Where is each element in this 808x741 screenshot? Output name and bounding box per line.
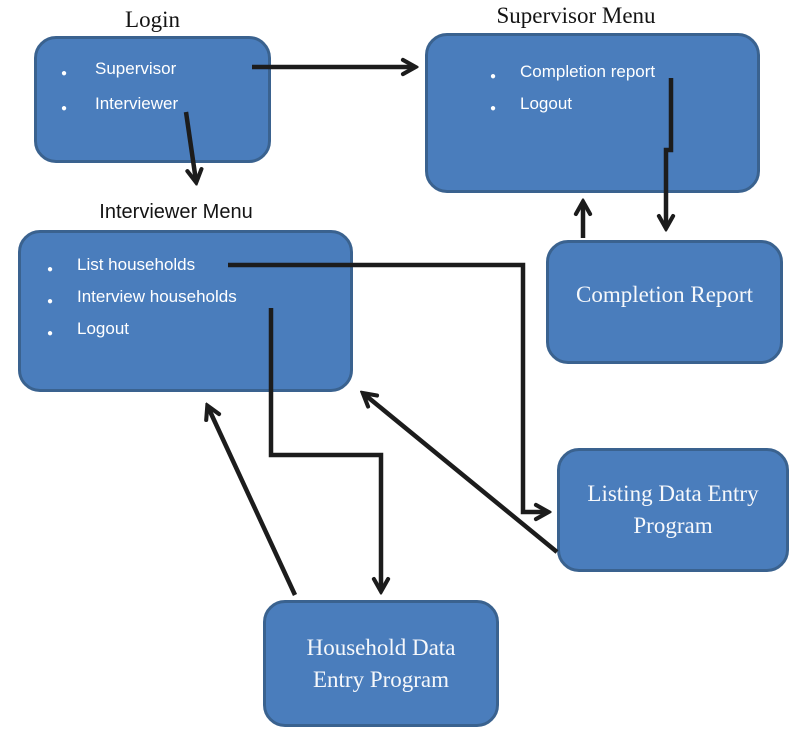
supervisor-menu-box: Completion report Logout bbox=[425, 33, 760, 193]
menu-item-logout: Logout bbox=[490, 93, 757, 120]
household-data-entry-program-box: Household Data Entry Program bbox=[263, 600, 499, 727]
listing-program-label: Listing Data Entry Program bbox=[587, 481, 759, 538]
supervisor-menu-title: Supervisor Menu bbox=[496, 3, 656, 28]
login-title: Login bbox=[125, 7, 180, 32]
arrow-listing-program-to-interviewer-menu bbox=[364, 394, 559, 554]
interviewer-menu-list: List households Interview households Log… bbox=[47, 254, 350, 345]
menu-item-supervisor: Supervisor bbox=[61, 58, 268, 85]
login-box: Supervisor Interviewer bbox=[34, 36, 271, 163]
menu-item-interview-households: Interview households bbox=[47, 286, 350, 313]
completion-report-box: Completion Report bbox=[546, 240, 783, 364]
menu-item-list-households: List households bbox=[47, 254, 350, 281]
completion-report-label: Completion Report bbox=[576, 282, 753, 307]
interviewer-menu-title: Interviewer Menu bbox=[99, 201, 253, 223]
login-menu-list: Supervisor Interviewer bbox=[61, 58, 268, 120]
arrow-household-program-to-interviewer-menu bbox=[208, 407, 298, 596]
menu-item-interviewer: Interviewer bbox=[61, 93, 268, 120]
menu-item-completion-report: Completion report bbox=[490, 61, 757, 88]
interviewer-menu-box: List households Interview households Log… bbox=[18, 230, 353, 392]
supervisor-menu-list: Completion report Logout bbox=[490, 61, 757, 120]
household-program-label: Household Data Entry Program bbox=[306, 634, 456, 692]
listing-data-entry-program-box: Listing Data Entry Program bbox=[557, 448, 789, 572]
menu-item-logout: Logout bbox=[47, 318, 350, 345]
